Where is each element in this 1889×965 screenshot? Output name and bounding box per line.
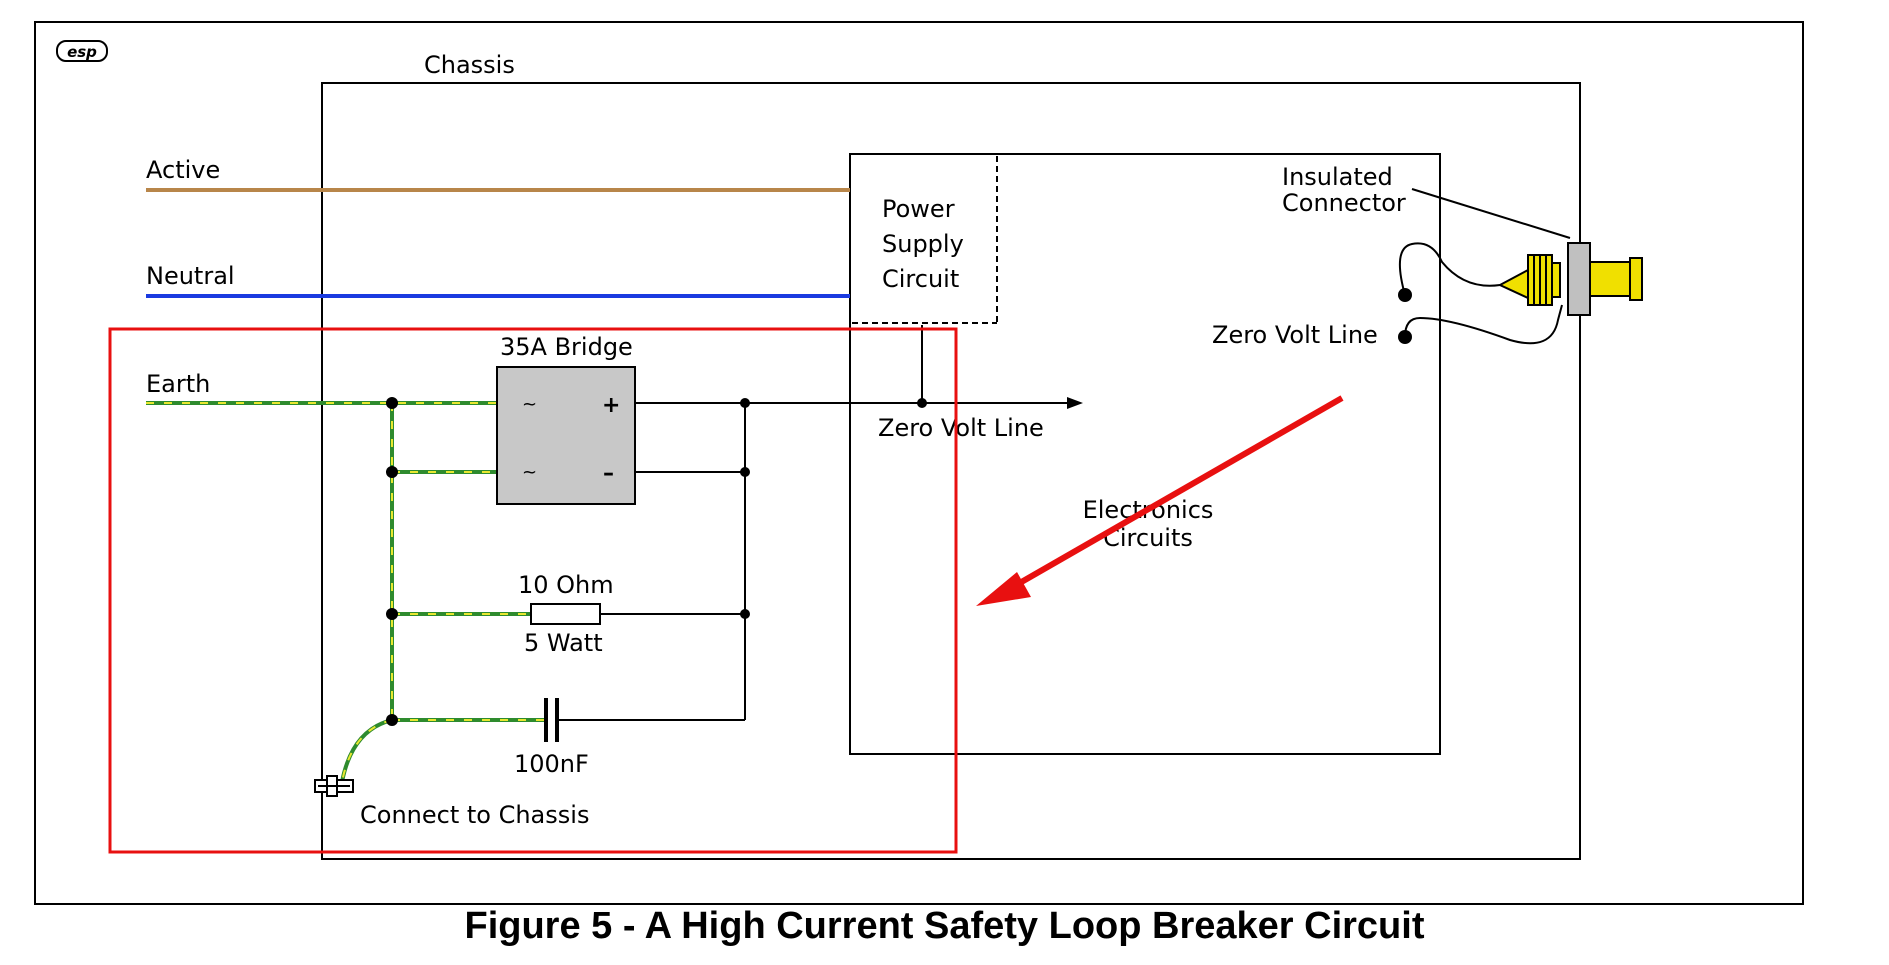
zero-volt-junctions <box>740 398 927 619</box>
chassis-box <box>321 82 1581 860</box>
bridge-label: 35A Bridge <box>500 333 633 361</box>
earth-wire <box>146 401 545 783</box>
insulated-label-line1: Insulated <box>1282 163 1393 191</box>
insulated-connector-icon <box>1497 242 1643 316</box>
power-supply-label-line3: Circuit <box>882 265 959 293</box>
zero-volt-wiring <box>558 325 1068 721</box>
zero-volt-arrowhead <box>1067 397 1083 409</box>
svg-text:esp: esp <box>67 43 97 61</box>
earth-label: Earth <box>146 370 210 398</box>
power-supply-label-line2: Supply <box>882 230 964 258</box>
svg-text:~: ~ <box>522 394 537 415</box>
connect-chassis-label: Connect to Chassis <box>360 801 589 829</box>
svg-text:~: ~ <box>522 462 537 483</box>
resistor <box>530 603 601 625</box>
esp-logo: esp <box>56 40 108 62</box>
figure-caption: Figure 5 - A High Current Safety Loop Br… <box>464 905 1425 947</box>
insulated-connector-pointer <box>1411 188 1571 239</box>
resistor-power-label: 5 Watt <box>524 629 603 657</box>
capacitor <box>544 698 559 742</box>
electronics-box <box>849 153 1441 755</box>
capacitor-value-label: 100nF <box>514 750 589 778</box>
zero-volt-label-mid: Zero Volt Line <box>878 414 1044 442</box>
power-supply-label-line1: Power <box>882 195 955 223</box>
insulated-label-line2: Connector <box>1282 189 1406 217</box>
zero-volt-label-right: Zero Volt Line <box>1212 321 1378 349</box>
connector-leads <box>1398 242 1563 345</box>
highlight-box <box>108 327 958 854</box>
active-label: Active <box>146 156 220 184</box>
highlight-arrow <box>1002 395 1344 595</box>
earth-junctions <box>386 397 398 726</box>
chassis-label: Chassis <box>424 51 515 79</box>
figure-frame <box>34 21 1804 905</box>
bridge-rectifier: ~ ~ + – <box>496 366 636 505</box>
neutral-label: Neutral <box>146 262 235 290</box>
chassis-lug-icon <box>314 775 354 797</box>
svg-text:–: – <box>603 461 614 486</box>
highlight-arrowhead <box>976 572 1031 606</box>
resistor-value-label: 10 Ohm <box>518 571 614 599</box>
svg-text:+: + <box>602 393 620 418</box>
